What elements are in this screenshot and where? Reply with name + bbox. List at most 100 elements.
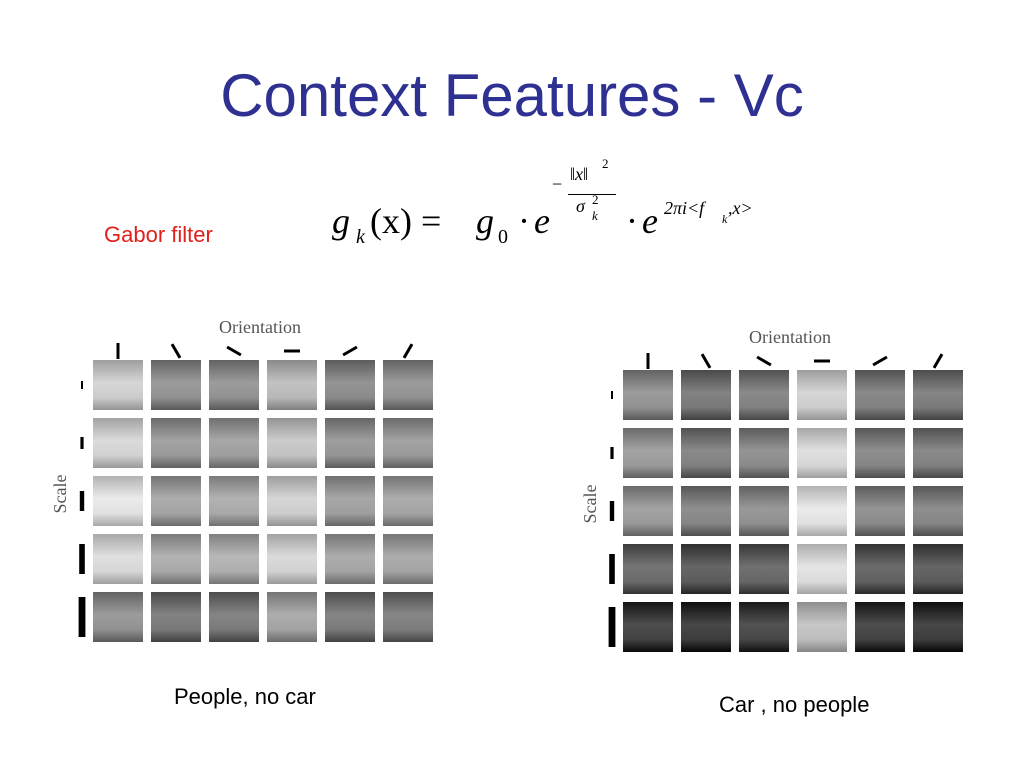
- gabor-filter-label: Gabor filter: [104, 222, 213, 247]
- formula-exp-denominator-sub: k: [592, 208, 598, 223]
- formula-exp-denominator-sup: 2: [592, 192, 599, 207]
- orientation-marker-3: [756, 355, 772, 367]
- energy-cell-r3-c3: [739, 486, 789, 536]
- energy-cell-r3-c3: [209, 476, 259, 526]
- energy-cell-r5-c5: [325, 592, 375, 642]
- energy-cell-r2-c6: [913, 428, 963, 478]
- energy-cell-r4-c5: [325, 534, 375, 584]
- energy-cell-r2-c5: [325, 418, 375, 468]
- formula-exp-numerator: ‖x‖: [570, 164, 589, 184]
- energy-cell-r5-c1: [93, 592, 143, 642]
- energy-cell-r2-c5: [855, 428, 905, 478]
- scale-axis-label: Scale: [580, 485, 600, 524]
- formula-lhs-g: g: [332, 201, 350, 241]
- gabor-formula: g k (x) = g 0 · e − ‖x‖ 2 σ 2 k · e 2πi<…: [330, 150, 790, 260]
- scale-marker-5: [78, 597, 86, 637]
- energy-cell-r2-c2: [681, 428, 731, 478]
- scale-marker-4: [609, 554, 615, 584]
- energy-cell-r4-c3: [209, 534, 259, 584]
- energy-cell-r2-c2: [151, 418, 201, 468]
- energy-cell-r4-c2: [681, 544, 731, 594]
- energy-cell-r4-c4: [267, 534, 317, 584]
- orientation-axis-label: Orientation: [219, 317, 301, 337]
- caption-people-no-car: People, no car: [174, 684, 316, 709]
- formula-exp-2-tail: ,x>: [728, 198, 753, 218]
- formula-exp-minus: −: [552, 174, 563, 194]
- formula-exp-2: 2πi<f: [664, 198, 705, 218]
- energy-cell-r1-c5: [855, 370, 905, 420]
- energy-cell-r5-c4: [797, 602, 847, 652]
- energy-cell-r5-c4: [267, 592, 317, 642]
- energy-cell-r4-c6: [383, 534, 433, 584]
- energy-cell-r5-c1: [623, 602, 673, 652]
- caption-car-no-people: Car , no people: [719, 692, 870, 717]
- gabor-energy-panel-car: Orientation Scale: [580, 327, 963, 652]
- energy-cell-r2-c4: [267, 418, 317, 468]
- orientation-marker-3: [226, 345, 242, 357]
- energy-cell-r4-c6: [913, 544, 963, 594]
- formula-exp-denominator: σ: [576, 196, 585, 216]
- energy-cell-r1-c5: [325, 360, 375, 410]
- energy-cell-r3-c1: [93, 476, 143, 526]
- formula-e-1: e: [534, 201, 550, 241]
- scale-marker-3: [609, 501, 615, 521]
- orientation-marker-4: [284, 349, 300, 353]
- energy-cell-r1-c1: [93, 360, 143, 410]
- orientation-marker-1: [116, 343, 120, 359]
- energy-cell-r1-c1: [623, 370, 673, 420]
- energy-cell-r1-c3: [209, 360, 259, 410]
- formula-dot-2: ·: [626, 201, 638, 241]
- scale-marker-1: [611, 391, 613, 399]
- energy-cell-r3-c2: [151, 476, 201, 526]
- energy-cell-r5-c3: [209, 592, 259, 642]
- energy-cell-r3-c5: [855, 486, 905, 536]
- scale-marker-4: [79, 544, 85, 574]
- energy-cell-r2-c1: [93, 418, 143, 468]
- energy-cell-r1-c6: [383, 360, 433, 410]
- scale-marker-2: [610, 447, 614, 459]
- energy-cell-r1-c2: [151, 360, 201, 410]
- energy-cell-r1-c6: [913, 370, 963, 420]
- orientation-marker-2: [170, 343, 182, 359]
- energy-cell-r3-c6: [383, 476, 433, 526]
- energy-cell-r3-c1: [623, 486, 673, 536]
- energy-cell-r5-c2: [681, 602, 731, 652]
- formula-g0: g: [476, 201, 494, 241]
- scale-marker-3: [79, 491, 85, 511]
- orientation-marker-6: [932, 353, 944, 369]
- orientation-marker-5: [872, 355, 888, 367]
- orientation-marker-6: [402, 343, 414, 359]
- energy-cell-r1-c4: [797, 370, 847, 420]
- energy-cell-r3-c5: [325, 476, 375, 526]
- energy-cell-r4-c1: [93, 534, 143, 584]
- energy-cell-r3-c4: [797, 486, 847, 536]
- formula-e-2: e: [642, 201, 658, 241]
- formula-dot-1: ·: [518, 201, 530, 241]
- scale-axis-label: Scale: [50, 475, 70, 514]
- energy-cell-r4-c4: [797, 544, 847, 594]
- energy-cell-r5-c5: [855, 602, 905, 652]
- energy-cell-r2-c3: [209, 418, 259, 468]
- formula-g0-sub: 0: [498, 226, 508, 248]
- energy-cell-r1-c3: [739, 370, 789, 420]
- scale-marker-1: [81, 381, 83, 389]
- formula-exp-fraction-bar: [568, 194, 616, 195]
- energy-cell-r2-c6: [383, 418, 433, 468]
- orientation-marker-5: [342, 345, 358, 357]
- slide-title: Context Features - Vc: [220, 62, 804, 129]
- energy-cell-r3-c2: [681, 486, 731, 536]
- energy-cell-r4-c1: [623, 544, 673, 594]
- energy-cell-r5-c3: [739, 602, 789, 652]
- formula-exp-2-sub: k: [722, 212, 728, 226]
- energy-cell-r2-c3: [739, 428, 789, 478]
- orientation-marker-4: [814, 359, 830, 363]
- energy-cell-r4-c2: [151, 534, 201, 584]
- formula-lhs-sub: k: [356, 226, 365, 248]
- energy-cell-r3-c4: [267, 476, 317, 526]
- gabor-energy-panel-people: Orientation Scale: [50, 317, 433, 642]
- energy-cell-r5-c6: [383, 592, 433, 642]
- orientation-marker-1: [646, 353, 650, 369]
- energy-cell-r2-c4: [797, 428, 847, 478]
- orientation-axis-label: Orientation: [749, 327, 831, 347]
- energy-cell-r3-c6: [913, 486, 963, 536]
